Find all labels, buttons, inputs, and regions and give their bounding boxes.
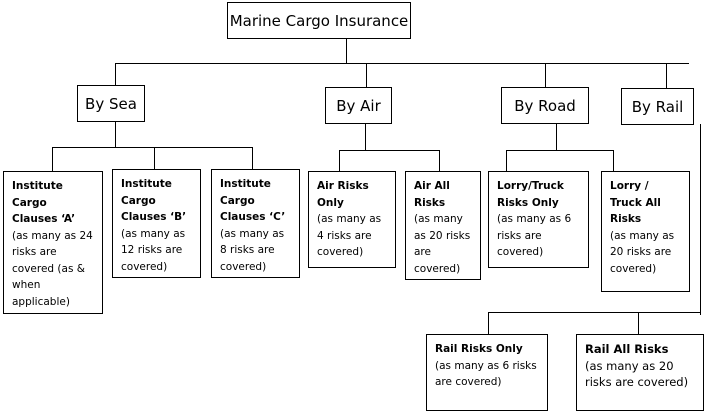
connector-air-only [339, 150, 340, 171]
coverage-node-truck-only: Lorry/Truck Risks Only (as many as 6 ris… [488, 171, 589, 268]
mode-node-road: By Road [501, 87, 589, 124]
connector-rail-down [700, 124, 701, 315]
coverage-description: (as many as 6 risks are covered) [435, 359, 537, 389]
coverage-node-air-only: Air Risks Only (as many as 4 risks are c… [308, 171, 396, 268]
coverage-node-rail-all: Rail All Risks (as many as 20 risks are … [576, 334, 704, 411]
connector-rail-bar [488, 312, 701, 313]
connector-sea-b [154, 147, 155, 169]
connector-air [366, 63, 367, 88]
mode-label: By Air [336, 96, 381, 115]
connector-sea-bar [52, 147, 253, 148]
connector-road [545, 63, 546, 88]
mode-label: By Road [514, 96, 576, 115]
connector-air-bar [339, 150, 440, 151]
coverage-title: Air Risks Only [317, 180, 369, 209]
coverage-node-icc-a: Institute Cargo Clauses ‘A’ (as many as … [3, 171, 103, 314]
connector-air-down [365, 124, 366, 151]
connector-air-all [439, 150, 440, 171]
coverage-node-rail-only: Rail Risks Only (as many as 6 risks are … [426, 334, 548, 411]
connector-sea-c [252, 147, 253, 169]
connector-modes-bar [115, 63, 689, 64]
coverage-description: (as many as 24 risks are covered (as & w… [12, 229, 93, 308]
coverage-node-air-all: Air All Risks (as many as 20 risks are c… [405, 171, 481, 280]
coverage-title: Institute Cargo Clauses ‘B’ [121, 178, 187, 223]
mode-node-sea: By Sea [77, 85, 145, 122]
root-node: Marine Cargo Insurance [227, 2, 411, 39]
coverage-description: (as many as 20 risks are covered) [610, 229, 675, 275]
coverage-title: Institute Cargo Clauses ‘C’ [220, 178, 286, 223]
coverage-node-icc-c: Institute Cargo Clauses ‘C’ (as many as … [211, 169, 300, 278]
connector-road-bar [506, 150, 614, 151]
coverage-title: Air All Risks [414, 180, 450, 209]
coverage-node-icc-b: Institute Cargo Clauses ‘B’ (as many as … [112, 169, 201, 278]
connector-road-only [506, 150, 507, 171]
coverage-title: Rail All Risks [585, 342, 669, 356]
connector-rail [666, 63, 667, 90]
connector-sea-down [115, 122, 116, 148]
coverage-title: Lorry / Truck All Risks [610, 180, 661, 225]
coverage-description: (as many as 12 risks are covered) [121, 227, 186, 273]
mode-node-rail: By Rail [621, 88, 694, 125]
coverage-description: (as many as 20 risks are covered) [585, 358, 689, 390]
coverage-description: (as many as 8 risks are covered) [220, 227, 285, 273]
mode-label: By Rail [631, 97, 684, 116]
coverage-description: (as many as 20 risks are covered) [414, 213, 471, 275]
connector-rail-all [638, 312, 639, 334]
coverage-node-truck-all: Lorry / Truck All Risks (as many as 20 r… [601, 171, 690, 292]
connector-sea [115, 63, 116, 85]
connector-road-all [613, 150, 614, 171]
mode-node-air: By Air [325, 87, 392, 124]
connector-road-down [556, 124, 557, 151]
coverage-title: Rail Risks Only [435, 343, 523, 355]
coverage-title: Lorry/Truck Risks Only [497, 180, 564, 209]
connector-root [346, 38, 347, 64]
mode-label: By Sea [85, 94, 137, 113]
coverage-description: (as many as 4 risks are covered) [317, 213, 382, 258]
connector-sea-a [52, 147, 53, 171]
connector-rail-only [488, 312, 489, 334]
root-label: Marine Cargo Insurance [229, 11, 409, 30]
coverage-description: (as many as 6 risks are covered) [497, 213, 572, 258]
coverage-title: Institute Cargo Clauses ‘A’ [12, 180, 76, 225]
